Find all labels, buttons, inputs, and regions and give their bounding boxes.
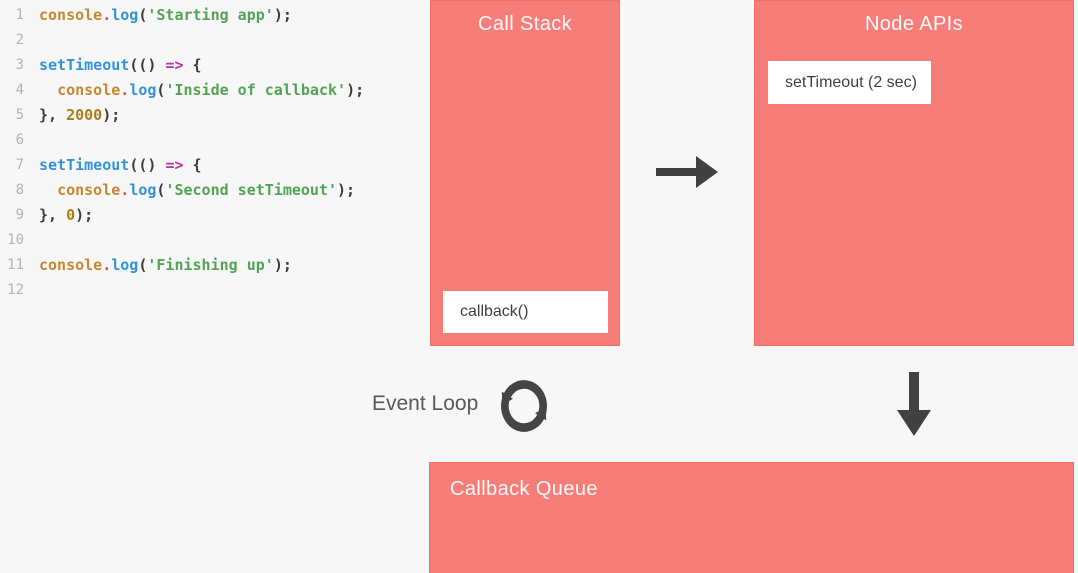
code-line: 11 console.log('Finishing up'); [0,253,364,278]
code-text: setTimeout(() => { [39,56,202,74]
line-number: 2 [15,32,24,48]
line-number: 9 [15,207,24,223]
code-text: }, 0); [39,206,94,224]
line-number: 12 [7,282,24,298]
line-number: 4 [15,82,24,98]
right-arrow-icon [656,156,718,188]
line-number: 6 [15,132,24,148]
down-arrow-icon [897,372,931,436]
code-line: 1 console.log('Starting app'); [0,3,364,28]
code-editor: 1 console.log('Starting app'); 2 3 setTimeou… [0,3,364,303]
node-apis-item-settimeout: setTimeout (2 sec) [768,61,931,104]
code-text: console.log('Second setTimeout'); [57,181,356,199]
call-stack-item-callback: callback() [443,291,608,333]
code-line: 6 [0,128,364,153]
code-line: 2 [0,28,364,53]
line-number: 11 [7,257,24,273]
code-text: setTimeout(() => { [39,156,202,174]
code-line: 4 console.log('Inside of callback'); [0,78,365,103]
callback-queue-box: Callback Queue [429,462,1074,573]
code-line: 10 [0,228,364,253]
code-line: 3 setTimeout(() => { [0,53,364,78]
event-loop-label: Event Loop [372,392,479,415]
code-line: 7 setTimeout(() => { [0,153,364,178]
callback-queue-title: Callback Queue [450,478,598,500]
code-text: console.log('Starting app'); [39,6,292,24]
code-text: console.log('Inside of callback'); [57,81,365,99]
line-number: 5 [15,107,24,123]
code-line: 8 console.log('Second setTimeout'); [0,178,364,203]
code-text: }, 2000); [39,106,121,124]
call-stack-title: Call Stack [477,13,573,35]
line-number: 3 [15,57,24,73]
code-lines: 1 console.log('Starting app'); 2 3 setTimeou… [0,3,364,303]
line-number: 8 [15,182,24,198]
event-loop-icon [501,380,547,432]
line-number: 10 [7,232,24,248]
call-stack-box: Call Stack callback() [430,0,620,346]
code-text: console.log('Finishing up'); [39,256,292,274]
code-line: 5 }, 2000); [0,103,364,128]
line-number: 7 [15,157,24,173]
code-line: 9 }, 0); [0,203,364,228]
line-number: 1 [15,7,24,23]
node-apis-title: Node APIs [864,13,964,35]
node-apis-box: Node APIs setTimeout (2 sec) [754,0,1074,346]
code-line: 12 [0,278,364,303]
